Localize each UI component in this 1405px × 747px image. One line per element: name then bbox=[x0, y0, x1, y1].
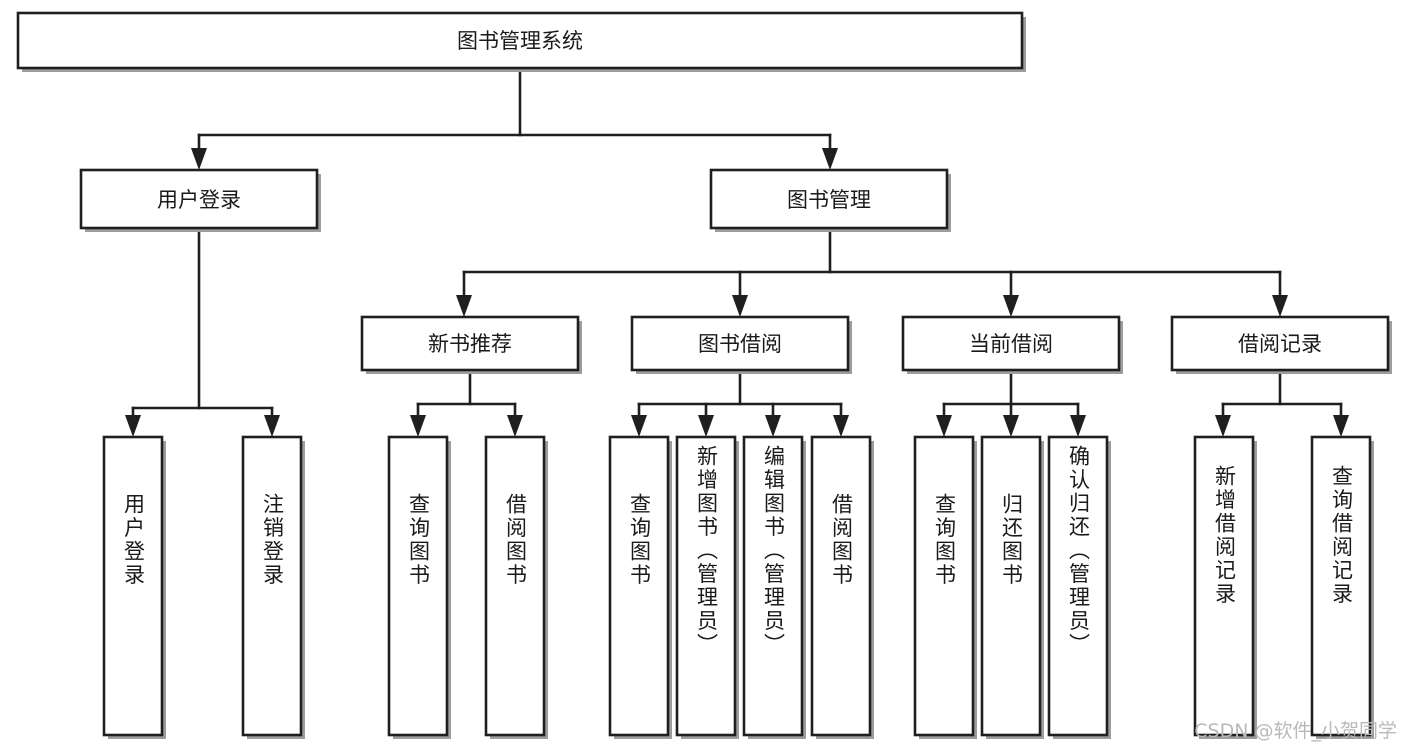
node-leaf-user-login-box[interactable] bbox=[102, 435, 164, 737]
node-leaf-add-record[interactable] bbox=[1193, 435, 1257, 739]
node-root[interactable]: 图书管理系统 bbox=[16, 11, 1026, 72]
node-leaf-add-book-box[interactable] bbox=[675, 435, 737, 737]
node-leaf-borrow-book-1[interactable] bbox=[484, 435, 548, 739]
connector-group-user-login bbox=[125, 230, 280, 437]
node-leaf-add-book[interactable] bbox=[675, 435, 739, 739]
arrowhead-leaf-user-login bbox=[125, 415, 141, 437]
node-book-borrow-box[interactable] bbox=[630, 315, 850, 372]
node-leaf-query-record[interactable] bbox=[1310, 435, 1374, 739]
node-root-label: 图书管理系统 bbox=[457, 29, 583, 53]
node-book-management[interactable]: 图书管理 bbox=[709, 168, 951, 232]
node-leaf-query-book-3-box[interactable] bbox=[913, 435, 975, 737]
arrowhead-leaf-query-book-2 bbox=[631, 415, 647, 437]
arrowhead-leaf-query-book-1 bbox=[410, 415, 426, 437]
node-leaf-edit-book[interactable] bbox=[742, 435, 806, 739]
node-borrow-record-label: 借阅记录 bbox=[1238, 332, 1322, 356]
arrowhead-leaf-return-book bbox=[1003, 415, 1019, 437]
arrowhead-book-borrow bbox=[732, 295, 748, 317]
node-leaf-return-book-box[interactable] bbox=[980, 435, 1042, 737]
node-current-borrow-box[interactable] bbox=[901, 315, 1121, 372]
arrowhead-leaf-borrow-book-2 bbox=[833, 415, 849, 437]
arrowhead-leaf-confirm-return bbox=[1070, 415, 1086, 437]
arrowhead-leaf-query-record bbox=[1333, 415, 1349, 437]
node-borrow-record[interactable]: 借阅记录 bbox=[1170, 315, 1392, 374]
node-leaf-query-book-3[interactable] bbox=[913, 435, 977, 739]
connector-group-new-book-recommend bbox=[410, 372, 523, 437]
node-borrow-record-box[interactable] bbox=[1170, 315, 1390, 372]
node-book-management-box[interactable] bbox=[709, 168, 949, 230]
node-leaf-user-login[interactable] bbox=[102, 435, 166, 739]
arrowhead-leaf-add-book bbox=[698, 415, 714, 437]
node-leaf-query-book-1[interactable] bbox=[387, 435, 451, 739]
node-leaf-borrow-book-2[interactable] bbox=[810, 435, 874, 739]
arrowhead-leaf-query-book-3 bbox=[936, 415, 952, 437]
node-user-login-label: 用户登录 bbox=[157, 188, 241, 212]
node-leaf-edit-book-box[interactable] bbox=[742, 435, 804, 737]
connector-group-book-management bbox=[456, 230, 1288, 317]
node-user-login-box[interactable] bbox=[79, 168, 319, 230]
node-leaf-borrow-book-1-box[interactable] bbox=[484, 435, 546, 737]
node-leaf-confirm-return[interactable] bbox=[1047, 435, 1111, 739]
arrowhead-leaf-borrow-book-1 bbox=[507, 415, 523, 437]
connector-group-current-borrow bbox=[936, 372, 1086, 437]
node-current-borrow-label: 当前借阅 bbox=[969, 332, 1053, 356]
node-current-borrow[interactable]: 当前借阅 bbox=[901, 315, 1123, 374]
arrowhead-leaf-logout-login bbox=[264, 415, 280, 437]
node-leaf-logout-login-box[interactable] bbox=[241, 435, 303, 737]
node-leaf-return-book[interactable] bbox=[980, 435, 1044, 739]
node-new-book-recommend-box[interactable] bbox=[360, 315, 580, 372]
node-leaf-query-record-box[interactable] bbox=[1310, 435, 1372, 737]
node-leaf-query-book-2[interactable] bbox=[608, 435, 672, 739]
node-leaf-borrow-book-2-box[interactable] bbox=[810, 435, 872, 737]
node-book-borrow-label: 图书借阅 bbox=[698, 332, 782, 356]
arrowhead-user-login bbox=[191, 148, 207, 170]
node-new-book-recommend-label: 新书推荐 bbox=[428, 332, 512, 356]
node-leaf-add-record-box[interactable] bbox=[1193, 435, 1255, 737]
arrowhead-current-borrow bbox=[1003, 295, 1019, 317]
arrowhead-borrow-record bbox=[1272, 295, 1288, 317]
node-book-management-label: 图书管理 bbox=[787, 188, 871, 212]
connector-group-root bbox=[191, 66, 838, 170]
node-root-box[interactable] bbox=[16, 11, 1024, 70]
connector-group-book-borrow bbox=[631, 372, 849, 437]
arrowhead-new-book-recommend bbox=[456, 295, 472, 317]
node-book-borrow[interactable]: 图书借阅 bbox=[630, 315, 852, 374]
node-leaf-logout-login[interactable] bbox=[241, 435, 305, 739]
node-leaf-query-book-1-box[interactable] bbox=[387, 435, 449, 737]
arrowhead-leaf-add-record bbox=[1215, 415, 1231, 437]
connector-group-borrow-record bbox=[1215, 372, 1349, 437]
arrowhead-leaf-edit-book bbox=[765, 415, 781, 437]
node-user-login[interactable]: 用户登录 bbox=[79, 168, 321, 232]
node-new-book-recommend[interactable]: 新书推荐 bbox=[360, 315, 582, 374]
node-leaf-confirm-return-box[interactable] bbox=[1047, 435, 1109, 737]
arrowhead-book-management bbox=[822, 148, 838, 170]
node-leaf-query-book-2-box[interactable] bbox=[608, 435, 670, 737]
